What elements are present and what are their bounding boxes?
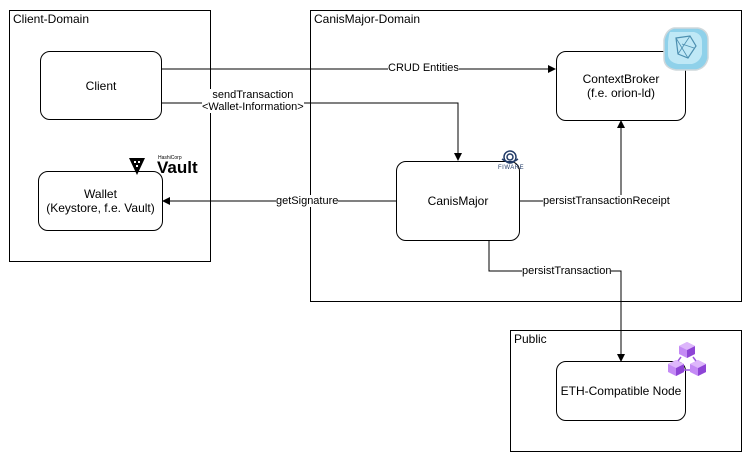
client-node[interactable]: Client	[40, 51, 162, 120]
edge-persist-transaction	[488, 241, 625, 362]
label-get-signature: getSignature	[276, 195, 339, 207]
label-crud-entities: CRUD Entities	[388, 62, 459, 74]
context-broker-cube-icon	[660, 24, 712, 74]
label-persist-transaction-receipt: persistTransactionReceipt	[543, 195, 670, 207]
vault-text: Vault	[157, 158, 198, 177]
label-persist-transaction: persistTransaction	[522, 265, 612, 277]
canismajor-node[interactable]: CanisMajor	[396, 161, 520, 241]
edge-persist-transaction-receipt	[520, 120, 625, 202]
vault-logo-icon: HashiCorp Vault	[128, 155, 198, 179]
label-send-transaction: sendTransaction <Wallet-Information>	[202, 89, 304, 113]
fiware-text: FIWARE	[498, 165, 525, 171]
wallet-node[interactable]: Wallet (Keystore, f.e. Vault)	[38, 171, 163, 231]
client-domain-title: Client-Domain	[13, 12, 90, 26]
fiware-logo-icon: FIWARE	[498, 149, 526, 173]
blockchain-cubes-icon	[666, 340, 708, 382]
canismajor-domain-title: CanisMajor-Domain	[314, 12, 421, 26]
eth-node[interactable]: ETH-Compatible Node	[556, 361, 686, 421]
vault-small-text: HashiCorp	[158, 155, 182, 161]
public-domain-title: Public	[514, 332, 547, 346]
